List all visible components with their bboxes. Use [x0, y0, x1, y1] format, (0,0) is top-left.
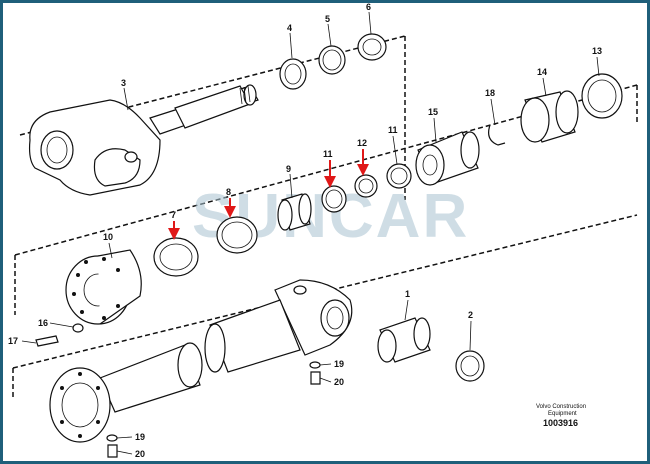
part-2-seal-ring: [455, 350, 485, 382]
highlight-arrows: [168, 149, 369, 240]
part-4-ring: [279, 58, 307, 90]
part-10-cylinder-head: [65, 249, 142, 325]
part-20-bolt-lower: [107, 444, 118, 458]
callout-11-lower: 11: [323, 149, 333, 159]
part-17-bolt: [35, 335, 59, 347]
callout-2: 2: [468, 310, 473, 320]
callout-20-upper: 20: [334, 377, 344, 387]
publisher-block: Volvo Construction Equipment 1003916: [536, 404, 586, 428]
part-19-washer-upper: [309, 361, 321, 369]
part-18-lock-ring: [488, 124, 506, 146]
part-3-rod-eye: [28, 84, 259, 196]
brand-line-1: Volvo Construction: [536, 404, 586, 410]
part-12-ring: [354, 174, 378, 198]
callout-17: 17: [8, 336, 18, 346]
callout-19-upper: 19: [334, 359, 344, 369]
callout-19-lower: 19: [135, 432, 145, 442]
part-8-seal: [216, 216, 258, 254]
callout-14: 14: [537, 67, 547, 77]
callout-7: 7: [171, 210, 176, 220]
document-number: 1003916: [543, 418, 578, 428]
part-14-sleeve: [520, 90, 579, 143]
callout-8: 8: [226, 187, 231, 197]
part-13-wear-ring: [581, 73, 623, 119]
part-16-washer: [72, 323, 84, 333]
callout-13: 13: [592, 46, 602, 56]
callout-18: 18: [485, 88, 495, 98]
callout-20-lower: 20: [135, 449, 145, 459]
callout-1: 1: [405, 289, 410, 299]
exploded-parts-diagram: SUNCAR: [8, 3, 638, 459]
callout-labels: 1 2 3 4 5 6 7 8 9 10 11 11 12 13 14 15 1…: [8, 3, 602, 459]
callout-15: 15: [428, 107, 438, 117]
callout-11-upper: 11: [388, 125, 398, 135]
callout-12: 12: [357, 138, 367, 148]
callout-9: 9: [286, 164, 291, 174]
part-1-bushing: [377, 317, 431, 363]
callout-3: 3: [121, 78, 126, 88]
part-7-seal: [153, 237, 199, 277]
part-6-ring: [357, 33, 387, 61]
part-15-piston: [415, 131, 480, 186]
brand-line-2: Equipment: [548, 411, 577, 417]
part-20-bolt-upper: [310, 371, 321, 385]
callout-5: 5: [325, 14, 330, 24]
part-9-bushing: [277, 193, 312, 231]
callout-16: 16: [38, 318, 48, 328]
part-5-ring: [318, 45, 346, 75]
cylinder-tube: [49, 279, 353, 443]
part-19-washer-lower: [106, 434, 118, 442]
leader-lines: [21, 11, 600, 455]
callout-6: 6: [366, 3, 371, 12]
callout-4: 4: [287, 23, 292, 33]
part-11-ring-upper: [386, 163, 412, 189]
callout-10: 10: [103, 232, 113, 242]
part-11-ring-lower: [321, 185, 347, 213]
